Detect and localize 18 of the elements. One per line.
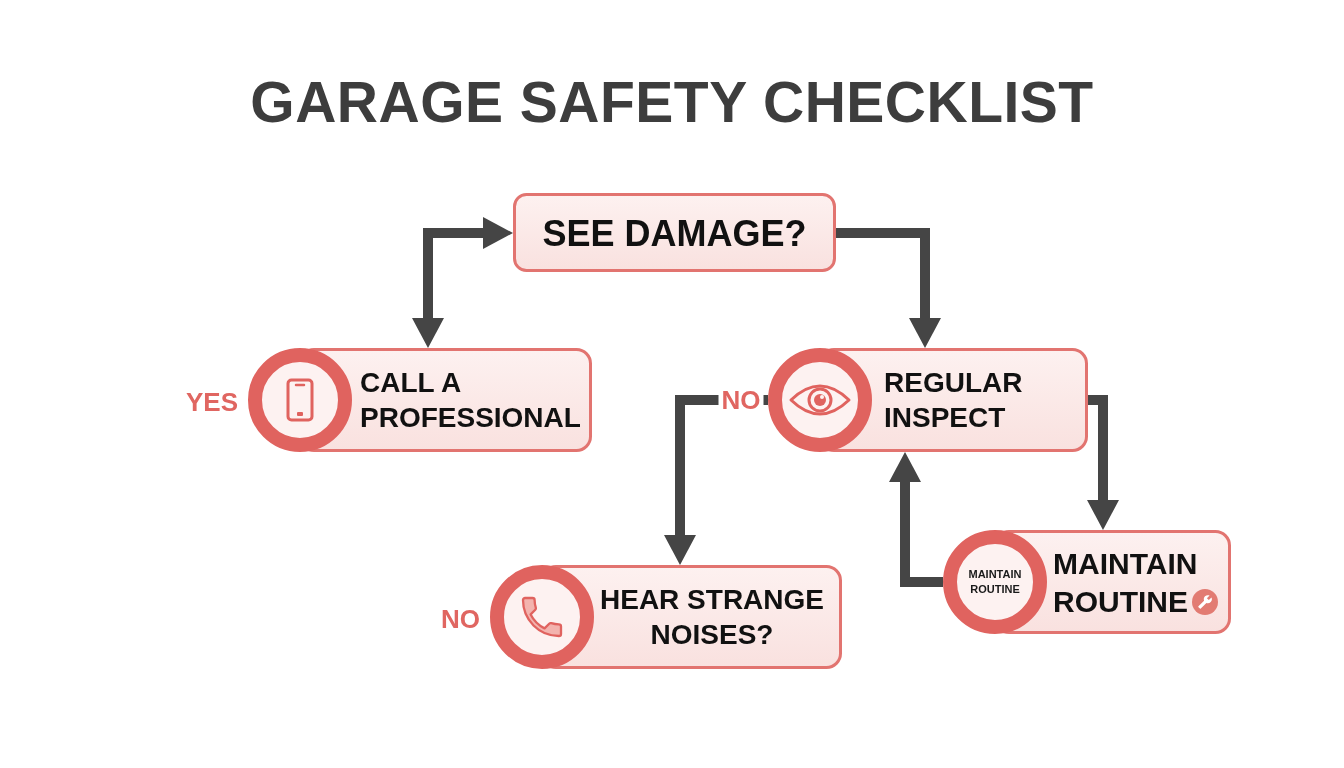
decision-box bbox=[513, 193, 836, 272]
node-label: SEE DAMAGE? bbox=[542, 211, 807, 255]
process-pill bbox=[248, 348, 592, 452]
answer-label: YES bbox=[185, 386, 238, 418]
decision-pill bbox=[490, 565, 842, 669]
arrow bbox=[836, 228, 941, 348]
process-pill bbox=[768, 348, 1088, 452]
node-label: CALL A PROFESSIONAL bbox=[360, 366, 582, 435]
circle-label: MAINTAIN ROUTINE bbox=[967, 567, 1023, 597]
process-pill bbox=[943, 530, 1231, 634]
arrow bbox=[664, 395, 768, 565]
arrow bbox=[412, 217, 513, 348]
node-label: HEAR STRANGE NOISES? bbox=[599, 583, 825, 652]
answer-label: NO bbox=[441, 603, 480, 635]
node-label: REGULAR INSPECT bbox=[884, 366, 1024, 435]
node-label: MAINTAIN ROUTINE bbox=[1053, 545, 1199, 619]
arrow bbox=[1087, 395, 1119, 530]
title: GARAGE SAFETY CHECKLIST bbox=[250, 70, 1094, 136]
